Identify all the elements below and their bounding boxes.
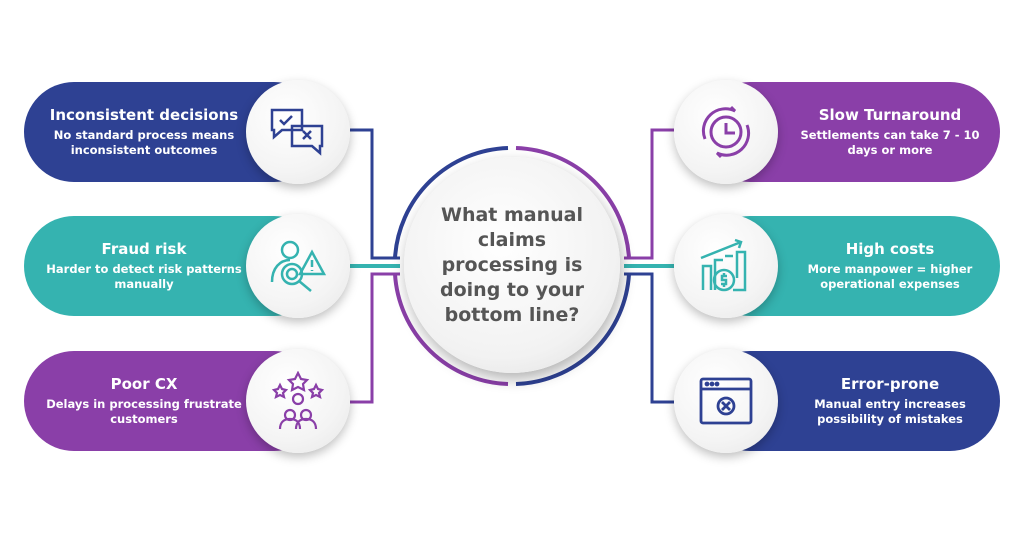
fraud-search-icon (246, 214, 350, 318)
card-description: Settlements can take 7 - 10 days or more (800, 128, 980, 157)
card-description: More manpower = higher operational expen… (807, 262, 973, 291)
clock-cycle-icon (674, 80, 778, 184)
window-error-icon (674, 349, 778, 453)
card-description: Delays in processing frustrate customers (46, 397, 242, 426)
rising-cost-icon (674, 214, 778, 318)
card-title: Fraud risk (101, 240, 187, 258)
card-title: Poor CX (110, 375, 178, 393)
card-description: No standard process means inconsistent o… (53, 128, 235, 157)
card-description: Manual entry increases possibility of mi… (814, 397, 966, 426)
card-description: Harder to detect risk patterns manually (46, 262, 242, 291)
central-question: What manual claims processing is doing t… (404, 157, 620, 373)
central-question-text: What manual claims processing is doing t… (440, 203, 584, 326)
card-title: High costs (845, 240, 935, 258)
card-title: Slow Turnaround (818, 106, 962, 124)
card-title: Error-prone (840, 375, 940, 393)
customers-stars-icon (246, 349, 350, 453)
chat-check-x-icon (246, 80, 350, 184)
card-title: Inconsistent decisions (49, 106, 239, 124)
